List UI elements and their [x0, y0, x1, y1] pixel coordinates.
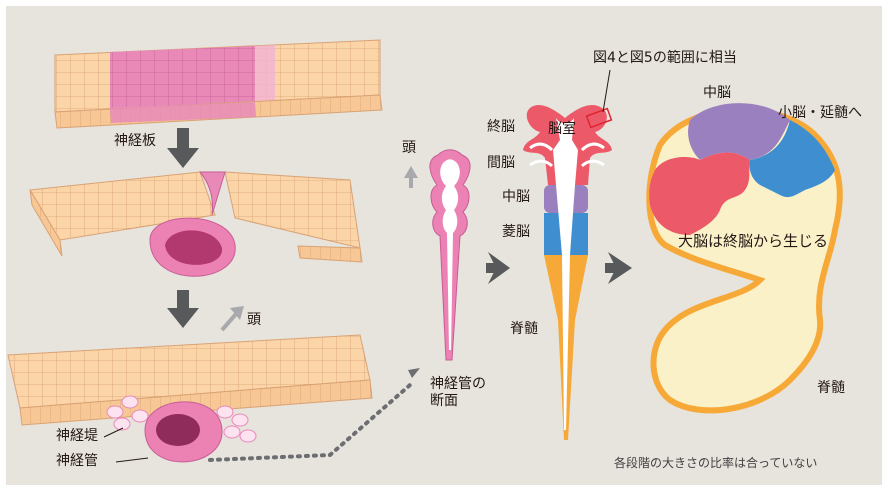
neural-fold-stage [30, 172, 362, 276]
right-arrow-1 [486, 252, 510, 284]
brain-vesicles [523, 105, 612, 440]
label-rhombencephalon: 菱脳 [502, 224, 530, 241]
label-diencephalon: 間脳 [487, 155, 515, 172]
label-spinal-cord: 脊髄 [510, 321, 538, 338]
label-telencephalon: 終脳 [487, 119, 515, 136]
label-cross-section: 神経管の 断面 [430, 376, 510, 410]
tube-section [430, 150, 470, 360]
label-neural-plate: 神経板 [114, 133, 156, 150]
label-scale-note: 各段階の大きさの比率は合っていない [614, 456, 817, 470]
label-cerebellum-medulla: 小脳・延髄へ [778, 105, 862, 122]
label-ventricle: 脳室 [548, 121, 576, 138]
label-range-note: 図4と図5の範囲に相当 [593, 50, 737, 67]
label-head-mid: 頭 [247, 312, 261, 329]
label-neural-tube: 神経管 [56, 453, 98, 470]
down-arrow-1 [167, 128, 199, 168]
head-arrow-tube [404, 166, 418, 188]
range-leader [603, 70, 610, 112]
neural-crest-leader [104, 428, 123, 437]
label-neural-crest: 神経堤 [56, 428, 98, 445]
head-direction-arrow [222, 306, 244, 330]
neural-tube-leader [116, 458, 148, 462]
label-midbrain: 中脳 [502, 189, 530, 206]
label-midbrain-right: 中脳 [703, 85, 731, 102]
developed-brain [649, 103, 840, 410]
label-cerebrum-note: 大脳は終脳から生じる [678, 232, 828, 250]
right-arrow-2 [605, 252, 632, 284]
label-head-tube: 頭 [402, 140, 416, 157]
down-arrow-2 [167, 290, 199, 328]
neural-plate-sheet [55, 40, 382, 128]
label-spinal-cord-right: 脊髄 [817, 380, 845, 397]
